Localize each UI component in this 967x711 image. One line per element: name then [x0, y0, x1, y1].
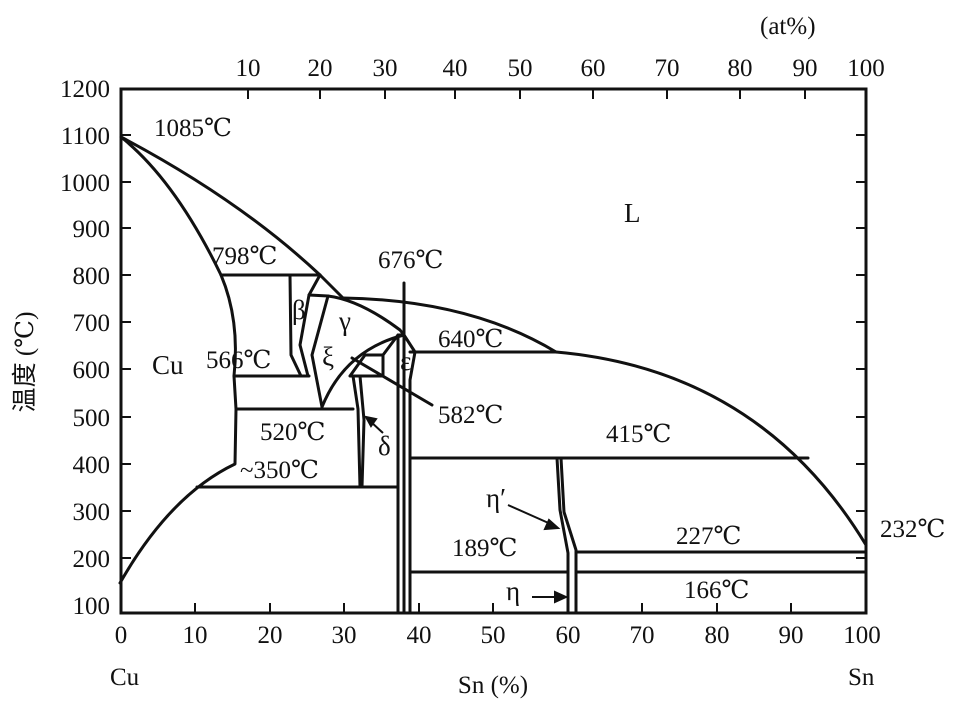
x-tick-50: 50	[481, 622, 506, 649]
temp-227: 227℃	[676, 523, 741, 550]
top-tick-labels: 10 20 30 40 50 60 70 80 90 100	[236, 55, 885, 82]
region-eta-prime: η′	[486, 483, 506, 513]
solidus-alpha	[119, 135, 223, 277]
region-epsilon: ε	[400, 346, 411, 376]
x-tick-70: 70	[630, 622, 655, 649]
y-tick-700: 700	[73, 310, 111, 337]
delta-left	[351, 374, 362, 489]
top-axis-unit: (at%)	[760, 13, 816, 40]
alpha-solvus-lower	[118, 374, 238, 585]
y-tick-900: 900	[73, 216, 111, 243]
region-eta: η	[506, 576, 520, 606]
y-tick-200: 200	[73, 546, 111, 573]
liquidus-cu-side	[119, 135, 345, 300]
top-axis-ticks	[247, 89, 806, 99]
arrows	[364, 415, 569, 604]
y-tick-400: 400	[73, 452, 111, 479]
x-tick-10: 10	[183, 622, 208, 649]
temp-798: 798℃	[212, 243, 277, 270]
region-xi: ξ	[322, 342, 334, 372]
gamma-left	[307, 293, 330, 409]
left-element-label: Cu	[110, 664, 140, 691]
y-tick-labels: 1200 1100 1000 900 800 700 600 500 400 3…	[60, 76, 110, 620]
temp-415: 415℃	[606, 421, 671, 448]
epsilon-cap	[381, 333, 417, 615]
phase-boundaries	[118, 135, 868, 615]
region-delta: δ	[378, 431, 391, 461]
top-tick-100: 100	[847, 55, 885, 82]
beta-right	[298, 273, 322, 378]
liquidus-tail	[554, 350, 868, 547]
temp-232: 232℃	[880, 516, 945, 543]
x-tick-40: 40	[407, 622, 432, 649]
leader-582	[350, 356, 434, 407]
top-tick-60: 60	[581, 55, 606, 82]
x-tick-60: 60	[556, 622, 581, 649]
top-tick-70: 70	[655, 55, 680, 82]
y-tick-1200: 1200	[60, 76, 110, 103]
delta-right	[358, 374, 366, 489]
top-tick-90: 90	[793, 55, 818, 82]
eta-prime-left	[555, 456, 570, 615]
temp-520: 520℃	[260, 419, 325, 446]
temp-640: 640℃	[438, 326, 503, 353]
region-gamma: γ	[338, 306, 351, 336]
x-tick-20: 20	[258, 622, 283, 649]
liquidus-main	[341, 296, 558, 354]
x-tick-100: 100	[843, 622, 881, 649]
right-element-label: Sn	[848, 664, 875, 691]
y-axis-title: 温度 (℃)	[11, 312, 39, 413]
region-beta: β	[292, 295, 306, 325]
x-axis-title: Sn (%)	[458, 672, 528, 699]
temp-566: 566℃	[206, 347, 271, 374]
top-tick-20: 20	[308, 55, 333, 82]
alpha-solvus-upper	[219, 273, 237, 378]
top-tick-50: 50	[508, 55, 533, 82]
y-tick-1100: 1100	[61, 123, 110, 150]
right-axis-ticks	[856, 134, 866, 559]
temp-676: 676℃	[378, 247, 443, 274]
y-tick-100: 100	[73, 593, 111, 620]
top-tick-10: 10	[236, 55, 261, 82]
x-tick-90: 90	[779, 622, 804, 649]
temp-189: 189℃	[452, 535, 517, 562]
y-tick-300: 300	[73, 499, 111, 526]
region-liquid: L	[624, 198, 641, 228]
temp-1085: 1085℃	[154, 115, 232, 142]
y-tick-800: 800	[73, 263, 111, 290]
y-tick-1000: 1000	[60, 170, 110, 197]
y-tick-600: 600	[73, 357, 111, 384]
gamma-top	[326, 294, 406, 337]
x-tick-30: 30	[332, 622, 357, 649]
bottom-tick-labels: 0 10 20 30 40 50 60 70 80 90 100	[115, 622, 881, 649]
region-cu: Cu	[152, 350, 184, 380]
x-tick-0: 0	[115, 622, 128, 649]
bottom-axis-ticks	[194, 603, 792, 613]
top-tick-30: 30	[373, 55, 398, 82]
beta-left	[288, 273, 303, 378]
top-tick-40: 40	[443, 55, 468, 82]
temp-350: ~350℃	[240, 457, 319, 484]
left-axis-ticks	[121, 134, 131, 559]
temp-166: 166℃	[684, 577, 749, 604]
top-tick-80: 80	[728, 55, 753, 82]
temp-582: 582℃	[438, 402, 503, 429]
y-tick-500: 500	[73, 405, 111, 432]
eta-prime-right	[559, 456, 578, 615]
x-tick-80: 80	[705, 622, 730, 649]
